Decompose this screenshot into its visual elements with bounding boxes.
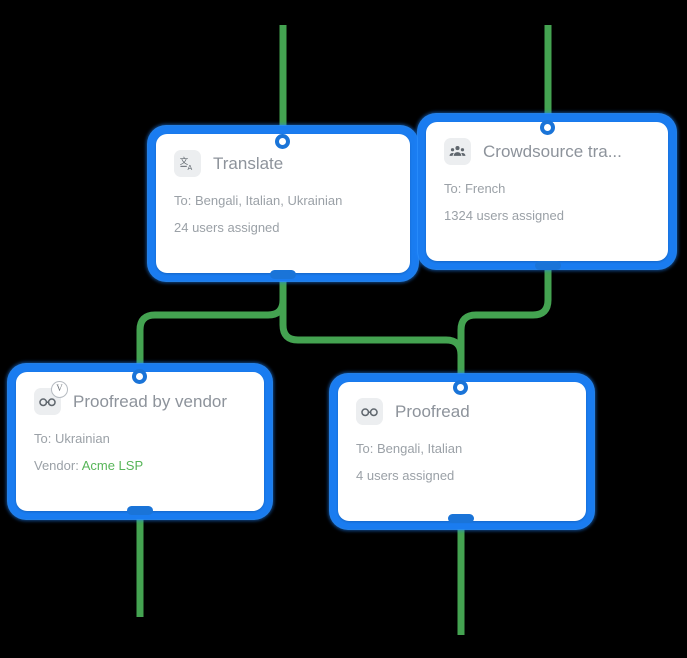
node-proofread-output-port[interactable] bbox=[448, 514, 474, 523]
node-proofread-input-port[interactable] bbox=[453, 380, 468, 395]
node-proofread-by-vendor-card[interactable]: V Proofread by vendor To: Ukrainian Vend… bbox=[16, 372, 264, 511]
edge-translate-to-proofread bbox=[279, 276, 465, 387]
node-proofread-by-vendor-output-port[interactable] bbox=[127, 506, 153, 515]
node-proofread-card[interactable]: Proofread To: Bengali, Italian 4 users a… bbox=[338, 382, 586, 521]
node-crowdsource-input-port[interactable] bbox=[540, 120, 555, 135]
node-proofread-header: Proofread bbox=[356, 398, 568, 425]
node-translate[interactable]: 文 A Translate To: Bengali, Italian, Ukra… bbox=[148, 126, 418, 281]
node-crowdsource[interactable]: Crowdsource tra... To: French 1324 users… bbox=[418, 114, 676, 269]
node-proofread-by-vendor[interactable]: V Proofread by vendor To: Ukrainian Vend… bbox=[8, 364, 272, 519]
translate-icon: 文 A bbox=[174, 150, 201, 177]
node-translate-assignees: 24 users assigned bbox=[174, 220, 280, 235]
edge-crowdsource-to-proofread bbox=[457, 268, 552, 387]
node-crowdsource-header: Crowdsource tra... bbox=[444, 138, 650, 165]
edge-translate-to-proofread-by-vendor bbox=[136, 276, 287, 377]
node-crowdsource-card[interactable]: Crowdsource tra... To: French 1324 users… bbox=[426, 122, 668, 261]
node-proofread-by-vendor-title: Proofread by vendor bbox=[73, 391, 228, 411]
node-proofread-by-vendor-header: V Proofread by vendor bbox=[34, 381, 246, 415]
node-translate-card[interactable]: 文 A Translate To: Bengali, Italian, Ukra… bbox=[156, 134, 410, 273]
node-translate-output-port[interactable] bbox=[270, 270, 296, 279]
node-crowdsource-output-port[interactable] bbox=[535, 261, 561, 270]
svg-text:文: 文 bbox=[180, 156, 189, 167]
node-crowdsource-title: Crowdsource tra... bbox=[483, 141, 622, 161]
node-crowdsource-assignees: 1324 users assigned bbox=[444, 208, 564, 223]
svg-text:A: A bbox=[188, 164, 193, 172]
people-group-icon bbox=[444, 138, 471, 165]
node-proofread-title: Proofread bbox=[395, 401, 470, 421]
node-proofread[interactable]: Proofread To: Bengali, Italian 4 users a… bbox=[330, 374, 594, 529]
glasses-icon: V bbox=[34, 381, 68, 415]
node-proofread-by-vendor-input-port[interactable] bbox=[132, 369, 147, 384]
node-proofread-by-vendor-vendor: Vendor: Acme LSP bbox=[34, 458, 246, 473]
node-proofread-assignees: 4 users assigned bbox=[356, 468, 455, 483]
vendor-value: Acme LSP bbox=[81, 458, 144, 473]
node-translate-header: 文 A Translate bbox=[174, 150, 392, 177]
vendor-label: Vendor: bbox=[34, 458, 82, 473]
node-proofread-languages: To: Bengali, Italian bbox=[356, 441, 463, 456]
node-proofread-by-vendor-languages: To: Ukrainian bbox=[34, 431, 110, 446]
node-translate-title: Translate bbox=[213, 153, 284, 173]
vendor-badge-icon: V bbox=[51, 381, 68, 398]
glasses-icon bbox=[356, 398, 383, 425]
node-translate-languages: To: Bengali, Italian, Ukrainian bbox=[174, 193, 343, 208]
node-translate-input-port[interactable] bbox=[275, 134, 290, 149]
node-crowdsource-languages: To: French bbox=[444, 181, 506, 196]
